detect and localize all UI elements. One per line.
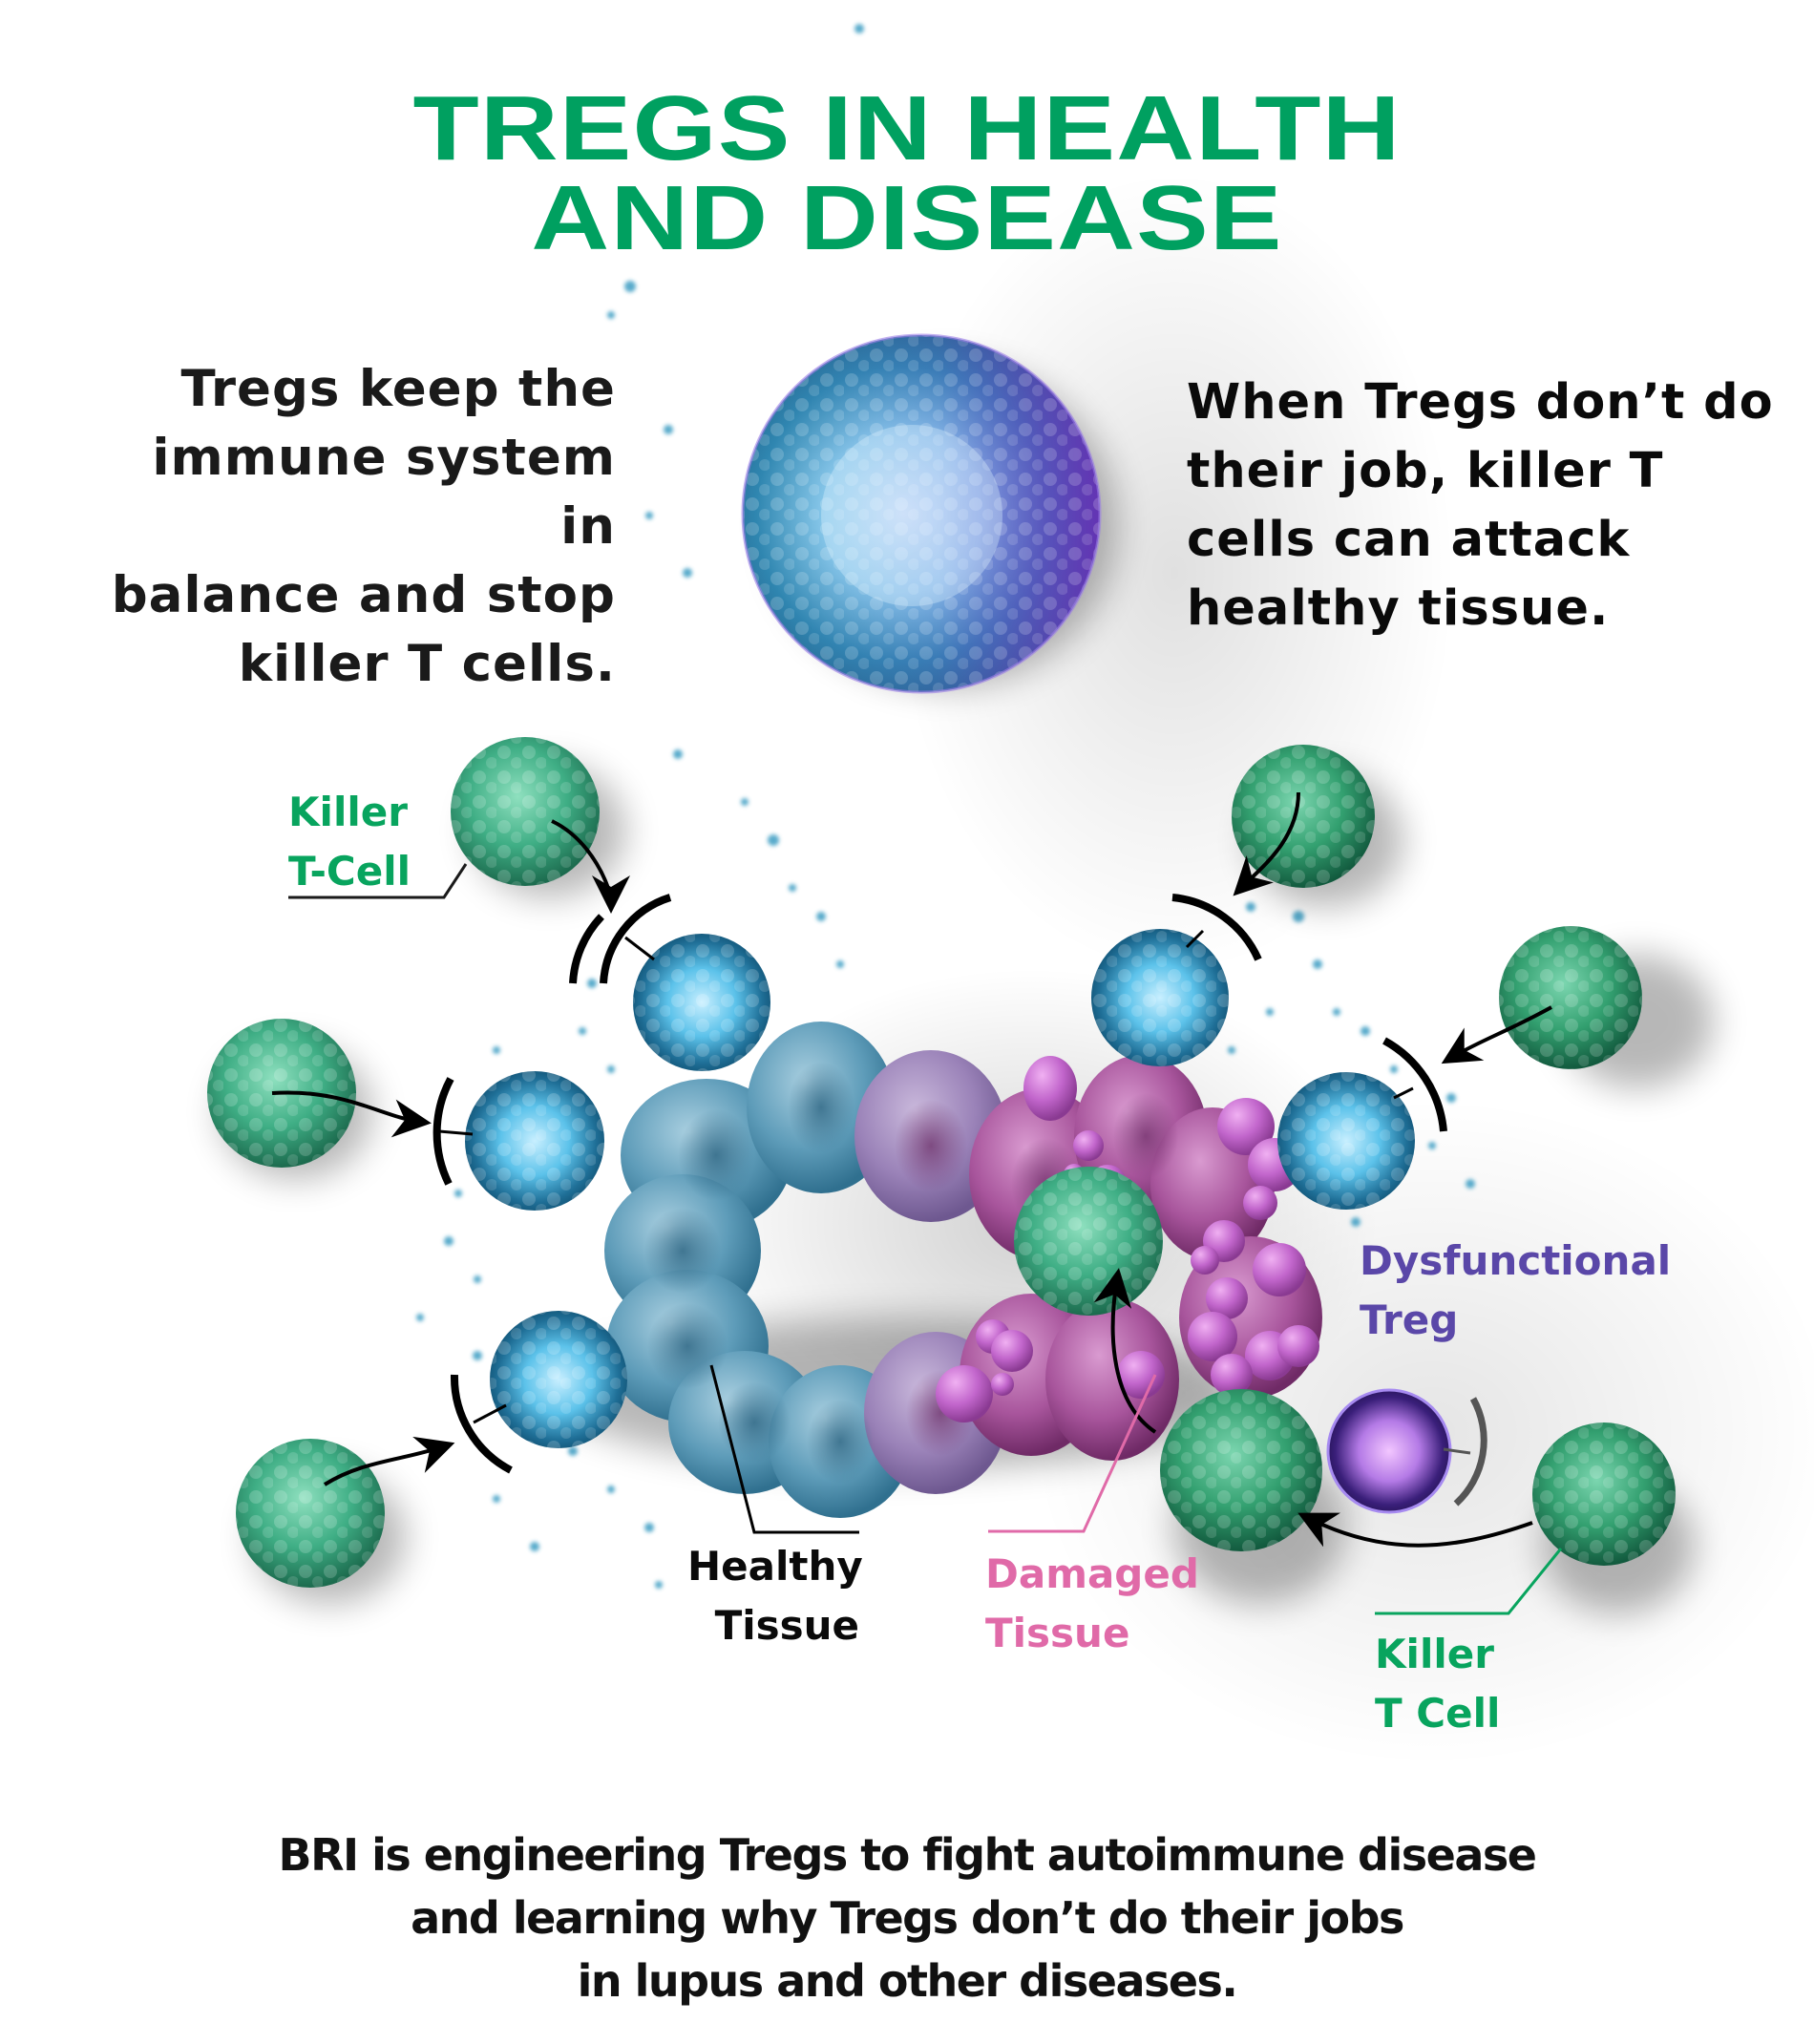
intro-left-line: immune system in bbox=[152, 429, 616, 556]
label-line: Tissue bbox=[985, 1610, 1130, 1656]
label-line: T Cell bbox=[1375, 1690, 1501, 1737]
label-line: Tissue bbox=[714, 1602, 859, 1649]
footer-line: in lupus and other diseases. bbox=[577, 1955, 1238, 2007]
label-killer-t-cell-right: Killer T Cell bbox=[1375, 1625, 1500, 1743]
footer-line: and learning why Tregs don’t do their jo… bbox=[411, 1892, 1404, 1944]
label-line: Killer bbox=[1375, 1631, 1494, 1677]
intro-left-line: Tregs keep the bbox=[180, 360, 616, 418]
inhibition-arrows bbox=[271, 791, 1552, 1548]
killer-t-cell-attacking bbox=[1014, 1167, 1163, 1316]
cytokine-dots bbox=[416, 24, 1475, 1589]
leader-killer-right bbox=[1375, 1548, 1563, 1615]
label-killer-t-cell-left: Killer T-Cell bbox=[288, 783, 411, 901]
intro-left-line: balance and stop bbox=[111, 566, 616, 624]
leader-healthy bbox=[709, 1364, 859, 1534]
killer-t-cell bbox=[207, 737, 1676, 1588]
title-line-2: AND DISEASE bbox=[531, 167, 1283, 269]
intro-left-line: killer T cells. bbox=[238, 635, 616, 693]
intro-right-line: When Tregs don’t do bbox=[1187, 374, 1774, 431]
label-line: Dysfunctional bbox=[1360, 1237, 1672, 1284]
failed-inhibition-bar bbox=[1443, 1397, 1487, 1507]
large-treg-cell bbox=[741, 333, 1102, 694]
footer-text: BRI is engineering Tregs to fight autoim… bbox=[0, 1823, 1814, 2012]
label-line: Killer bbox=[288, 789, 408, 835]
page-title: TREGS IN HEALTH AND DISEASE bbox=[0, 77, 1814, 269]
leader-damaged bbox=[988, 1374, 1157, 1533]
treg-cell bbox=[465, 929, 1415, 1448]
intro-left-text: Tregs keep the immune system in balance … bbox=[105, 355, 616, 699]
label-line: Treg bbox=[1360, 1296, 1459, 1343]
dysfunctional-treg-cell bbox=[1326, 1388, 1452, 1514]
intro-right-line: their job, killer T bbox=[1187, 443, 1664, 499]
intro-right-line: healthy tissue. bbox=[1187, 580, 1610, 637]
label-line: T-Cell bbox=[288, 848, 411, 895]
leader-killer-left bbox=[288, 863, 468, 899]
label-dysfunctional-treg: Dysfunctional Treg bbox=[1360, 1232, 1671, 1350]
intro-right-line: cells can attack bbox=[1187, 512, 1631, 568]
label-damaged-tissue: Damaged Tissue bbox=[985, 1545, 1199, 1663]
intro-right-text: When Tregs don’t do their job, killer T … bbox=[1187, 369, 1798, 643]
label-healthy-tissue: Healthy Tissue bbox=[687, 1537, 863, 1655]
label-line: Healthy bbox=[687, 1543, 863, 1590]
label-line: Damaged bbox=[985, 1550, 1199, 1597]
footer-line: BRI is engineering Tregs to fight autoim… bbox=[278, 1829, 1537, 1881]
title-line-1: TREGS IN HEALTH bbox=[412, 77, 1402, 179]
